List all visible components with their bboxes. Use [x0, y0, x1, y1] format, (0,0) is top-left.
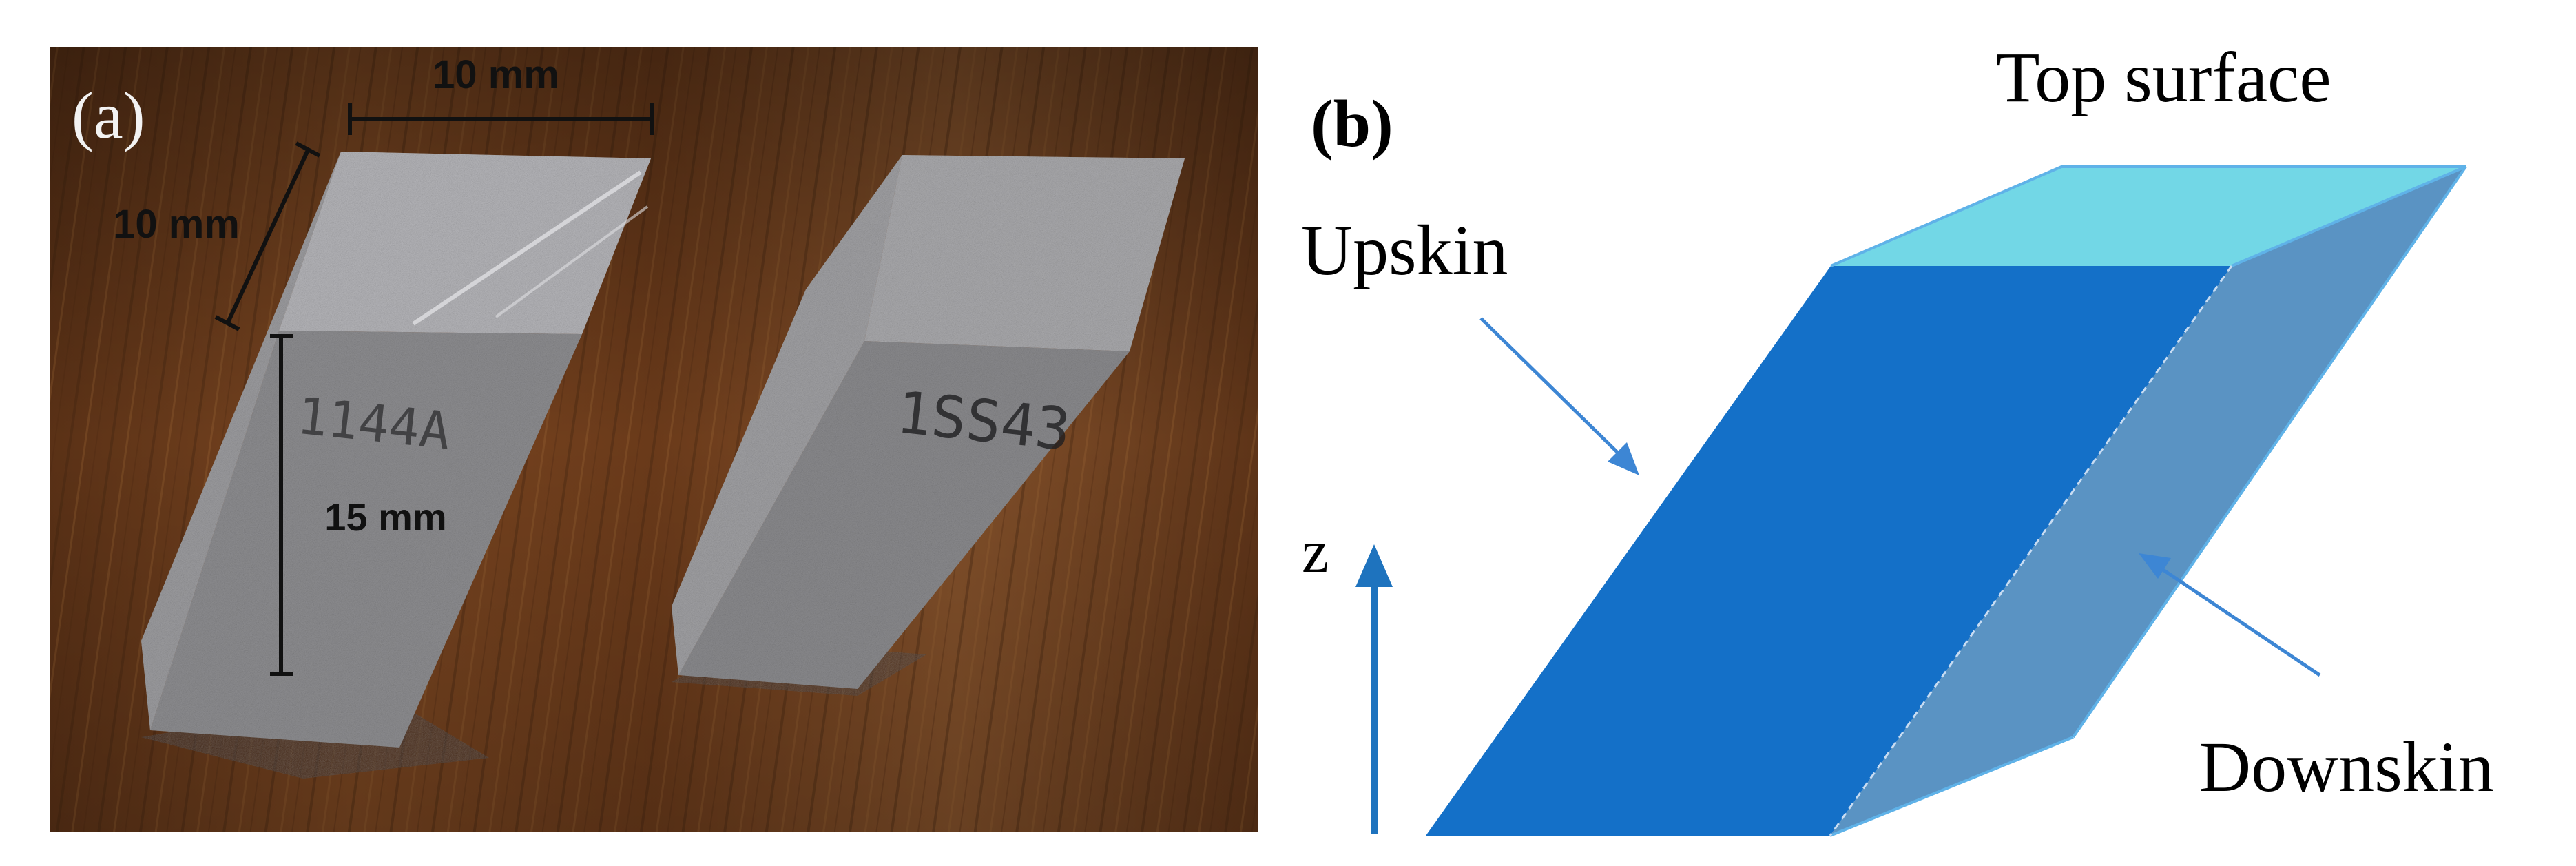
- sample-left-top-face: [279, 152, 651, 334]
- dimension-side: [214, 141, 321, 331]
- panel-b-diagram: (b) Top surface Upskin Downskin z: [1301, 38, 2494, 837]
- z-axis-label: z: [1302, 519, 1329, 586]
- scratch-1: [412, 170, 642, 326]
- cube-edges: [1829, 165, 2467, 837]
- front-face: [1426, 266, 2232, 836]
- z-axis-arrow: [1355, 544, 1393, 834]
- panel-a-label: (a): [72, 79, 145, 152]
- dimension-top: [348, 103, 654, 135]
- upskin-label: Upskin: [1301, 211, 1508, 290]
- dimension-height: [270, 334, 293, 676]
- sample-right-side-face: [672, 155, 902, 675]
- hidden-edge: [1829, 265, 2233, 836]
- sample-left-front-face: [150, 331, 582, 748]
- sample-right-top-face: [864, 155, 1185, 351]
- upskin-arrow: [1479, 317, 1639, 475]
- sample-left-side-face: [141, 152, 341, 730]
- scratch-2: [495, 205, 649, 318]
- dimension-side-label: 10 mm: [113, 202, 240, 247]
- sample-left: [141, 152, 651, 779]
- panel-b-label: (b): [1311, 87, 1393, 161]
- dimension-height-label: 15 mm: [324, 495, 446, 539]
- panel-a-photo: 1144A 1SS43 10 mm 10 mm 15 mm (a): [50, 47, 1258, 832]
- sample-right: [672, 155, 1185, 696]
- side-face: [1830, 167, 2466, 836]
- downskin-label: Downskin: [2199, 728, 2494, 807]
- top-face: [1831, 167, 2466, 266]
- downskin-arrow: [2139, 553, 2321, 677]
- dimension-top-label: 10 mm: [433, 52, 559, 97]
- top-surface-label: Top surface: [1996, 38, 2331, 117]
- sample-right-front-face: [678, 341, 1130, 689]
